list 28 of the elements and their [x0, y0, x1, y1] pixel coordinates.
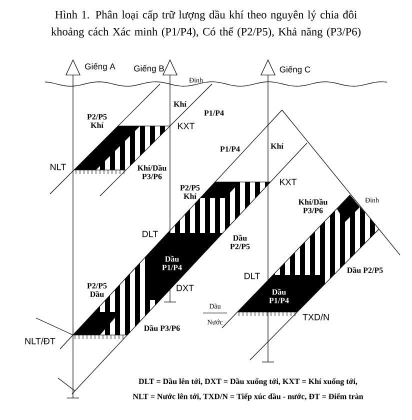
zone-label: P2/P5 Dầu: [87, 283, 107, 297]
zone-label: Khí/Dầu P3/P6: [298, 198, 328, 214]
legend-note: DLT = Dầu lên tới, DXT = Dầu xuống tới, KXT = Khí xuống tới,: [138, 378, 358, 386]
zone-label: Dầu P1/P4: [162, 256, 182, 270]
zone-label: Dầu P2/P5: [230, 234, 250, 250]
contact-label: KXT: [178, 122, 195, 130]
zone-label: Khí: [270, 143, 284, 149]
zone-label: Dầu P2/P5: [347, 267, 383, 273]
well-label: Giếng B: [134, 64, 164, 74]
contact-label: DLT: [244, 272, 260, 280]
contact-label: KXT: [280, 178, 297, 186]
zone-label: P2/P5 Khí: [180, 185, 200, 199]
well-label: Giếng A: [85, 62, 116, 72]
zone-label: Khí/Dầu P3/P6: [137, 164, 166, 180]
zone-label: Dầu P3/P6: [144, 325, 180, 331]
contact-label: NLT: [50, 164, 66, 170]
contact-label: TXD/N: [302, 314, 329, 320]
title: Hình 1. Phân loại cấp trữ lượng dầu khí theo nguyên lý chia đôi khoảng cách Xác minh (P1/P4), Có thể (P2/P5), Khả năng (P3/P6): [51, 10, 361, 38]
zone-label: Dầu P1/P4: [269, 288, 289, 304]
well-label: Giếng C: [280, 66, 310, 74]
zone-label: P1/P4: [204, 110, 224, 116]
contact-label: DLT: [142, 230, 158, 238]
zone-label: Khí: [174, 101, 187, 107]
zone-label: P2/P5 Khí: [87, 114, 107, 128]
zone-label: P1/P4: [220, 146, 240, 152]
contact-label: DXT: [176, 284, 194, 292]
legend-note: NLT = Nước lên tới, TXD/N = Tiếp xúc dầu - nước, ĐT = Điểm tràn: [132, 393, 364, 401]
contact-label: NLT/ĐT: [25, 338, 56, 344]
